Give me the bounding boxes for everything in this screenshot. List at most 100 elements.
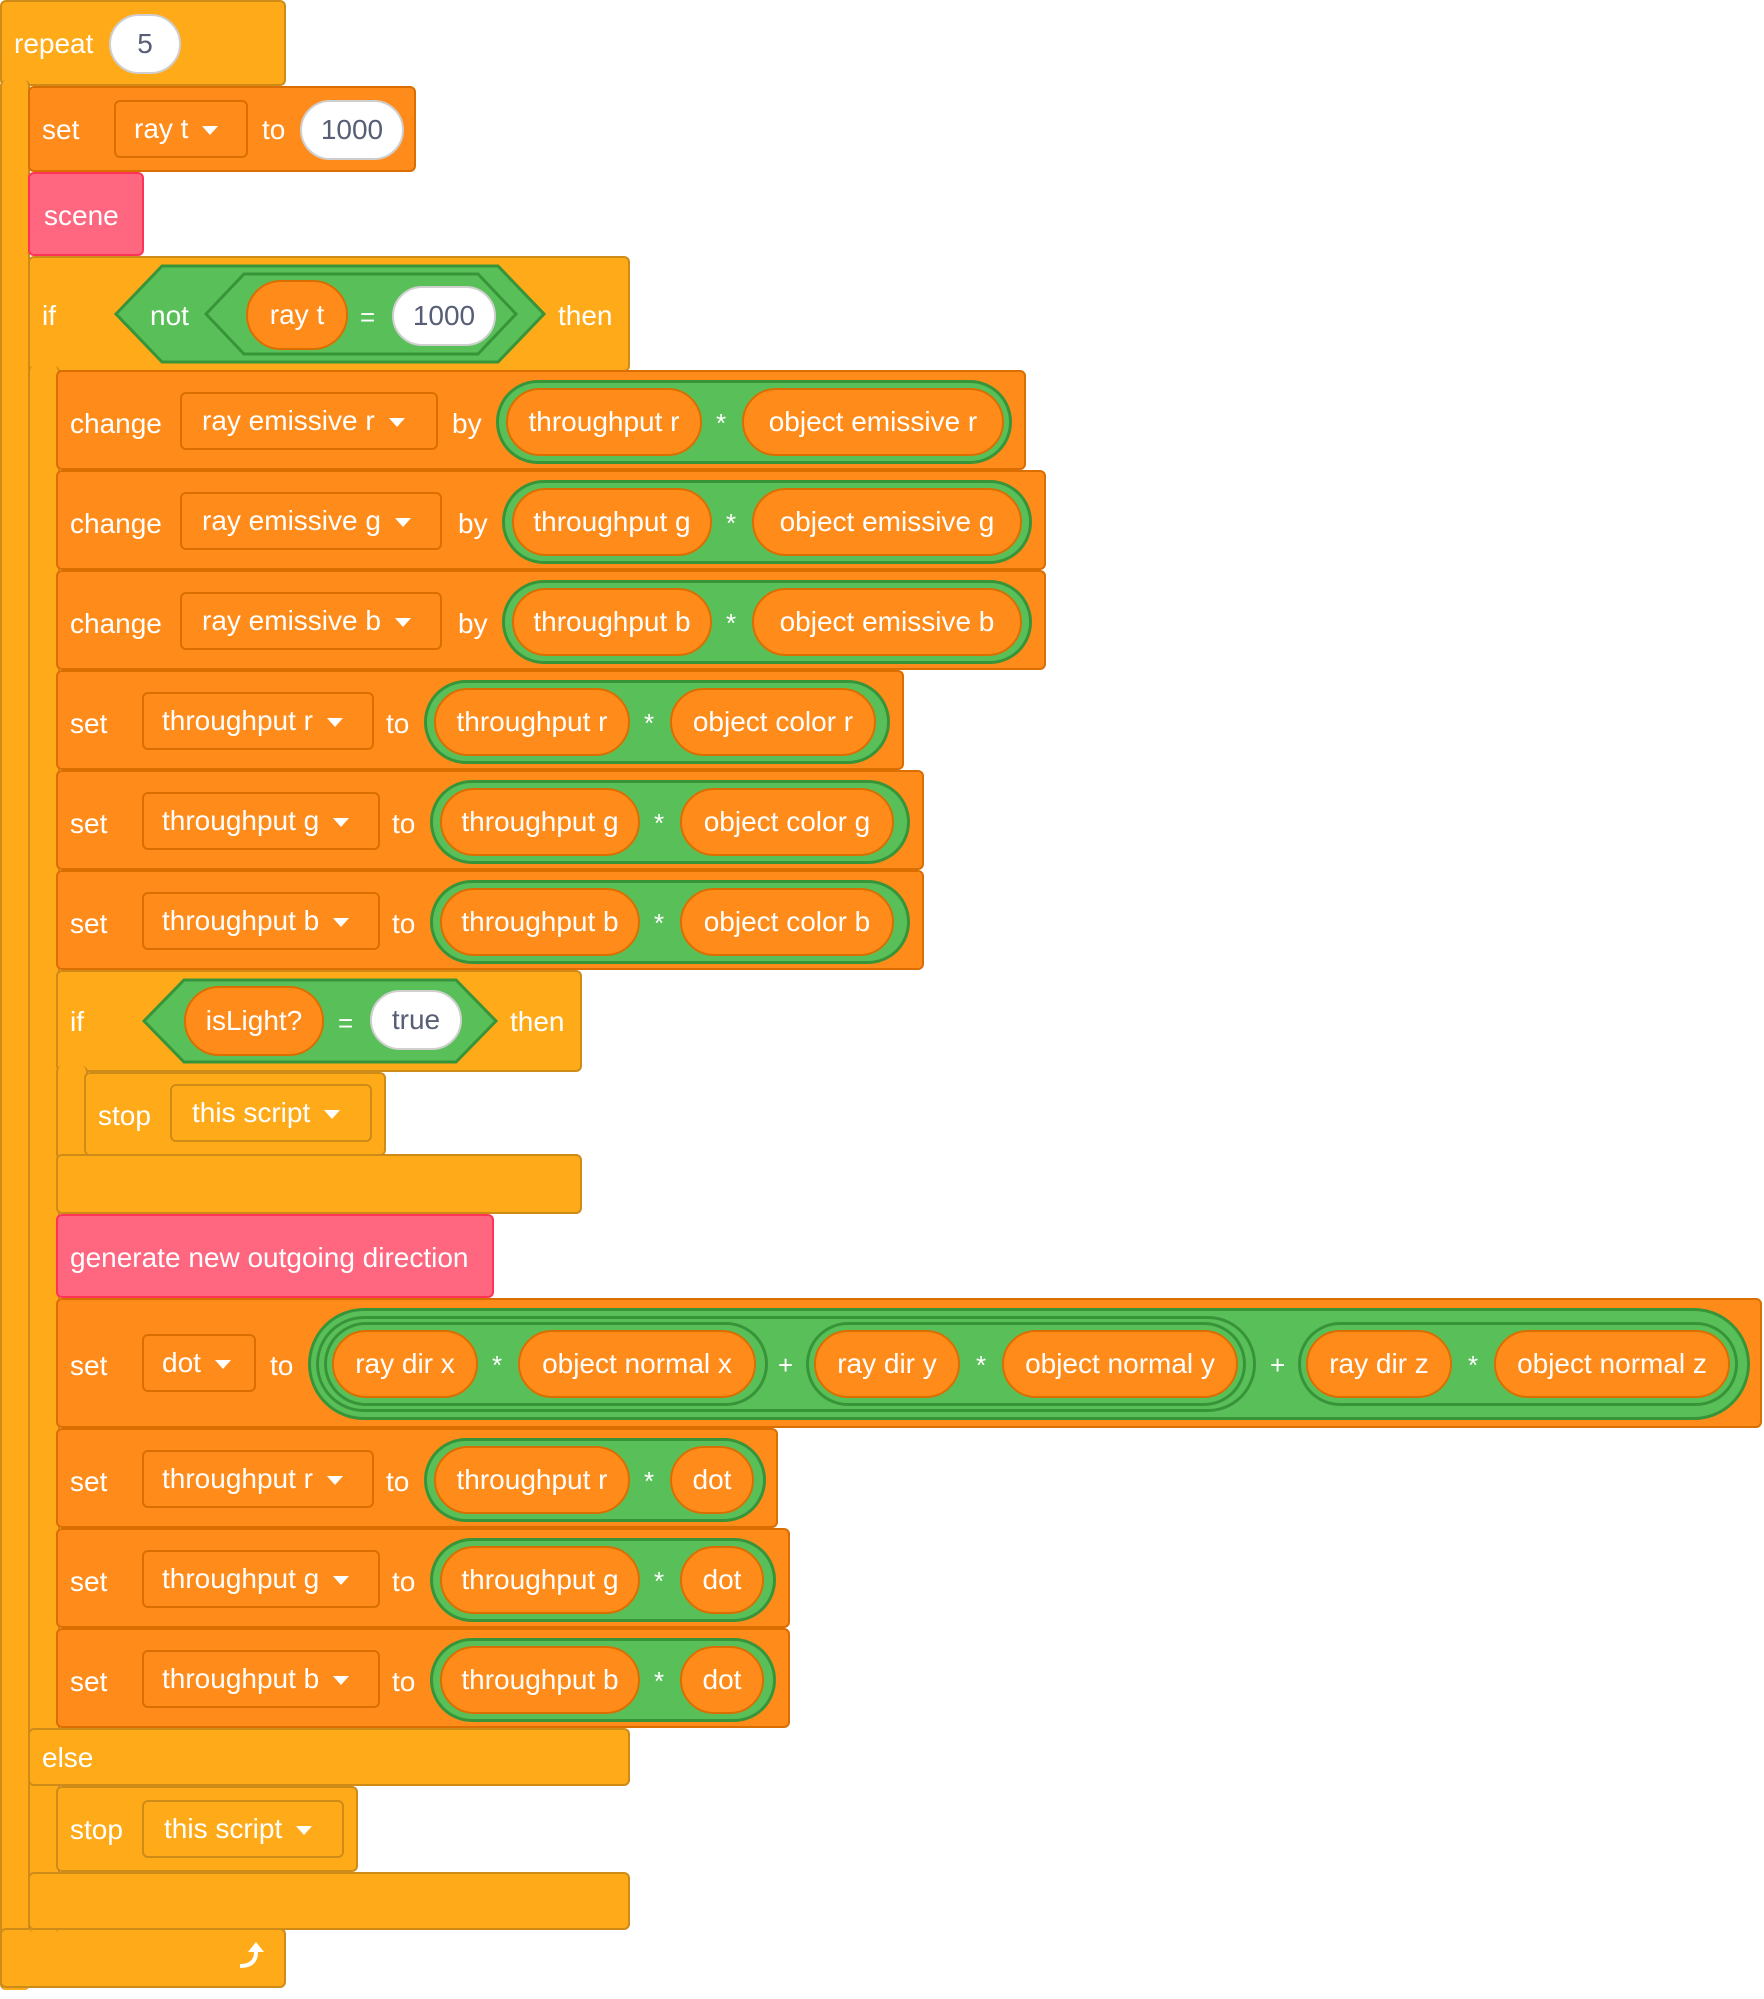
by-label: by (452, 408, 482, 439)
change-label: change (70, 508, 162, 539)
chevron-down-icon (333, 918, 350, 928)
to-label: to (392, 808, 416, 839)
throughput-b-reporter[interactable]: throughput b (440, 888, 640, 956)
throughput-r-dropdown[interactable]: throughput r (142, 1450, 374, 1508)
throughput-g-reporter[interactable]: throughput g (440, 788, 640, 856)
multiply-sign: * (644, 708, 655, 738)
multiply-sign: * (726, 608, 737, 638)
throughput-b-dropdown[interactable]: throughput b (142, 1650, 380, 1708)
repeat-foot (0, 1928, 286, 1988)
change-label: change (70, 608, 162, 639)
object-normal-z-reporter[interactable]: object normal z (1494, 1330, 1730, 1398)
throughput-g-reporter[interactable]: throughput g (512, 488, 712, 556)
multiply-sign: * (976, 1350, 987, 1380)
stop-label: stop (70, 1814, 123, 1845)
throughput-b-reporter[interactable]: throughput b (512, 588, 712, 656)
plus-sign: + (778, 1350, 794, 1380)
plus-sign: + (1270, 1350, 1286, 1380)
ray-t-reporter[interactable]: ray t (246, 280, 348, 350)
set-label: set (70, 708, 108, 739)
multiply-sign: * (654, 808, 665, 838)
chevron-down-icon (388, 418, 405, 428)
scene-block[interactable] (28, 172, 144, 256)
set-label: set (70, 1566, 108, 1597)
throughput-g-reporter[interactable]: throughput g (440, 1546, 640, 1614)
ray-t-dropdown[interactable]: ray t (114, 100, 248, 158)
then-label: then (558, 300, 613, 331)
throughput-r-reporter[interactable]: throughput r (434, 1446, 630, 1514)
true-value-input[interactable]: true (370, 990, 462, 1050)
throughput-r-reporter[interactable]: throughput r (434, 688, 630, 756)
islight-reporter[interactable]: isLight? (184, 986, 324, 1056)
set-label: set (70, 1666, 108, 1697)
throughput-g-dropdown[interactable]: throughput g (142, 1550, 380, 1608)
chevron-down-icon (296, 1826, 313, 1836)
stop-option-dropdown[interactable]: this script (170, 1084, 372, 1142)
multiply-sign: * (654, 908, 665, 938)
by-label: by (458, 508, 488, 539)
else-section (28, 1728, 630, 1786)
chevron-down-icon (324, 1110, 341, 1120)
generate-label: generate new outgoing direction (70, 1242, 469, 1273)
multiply-sign: * (644, 1466, 655, 1496)
ray-emissive-r-dropdown[interactable]: ray emissive r (180, 392, 438, 450)
then-label: then (510, 1006, 565, 1037)
chevron-down-icon (327, 1476, 343, 1486)
multiply-sign: * (654, 1666, 665, 1696)
change-label: change (70, 408, 162, 439)
ray-dir-x-reporter[interactable]: ray dir x (332, 1330, 478, 1398)
if-label: if (42, 300, 56, 331)
by-label: by (458, 608, 488, 639)
chevron-down-icon (333, 1576, 350, 1586)
scene-label: scene (44, 200, 119, 231)
object-emissive-g-reporter[interactable]: object emissive g (752, 488, 1022, 556)
chevron-down-icon (202, 126, 219, 136)
if-islight-foot (56, 1154, 582, 1214)
dot-dropdown[interactable]: dot (142, 1334, 256, 1392)
ray-t-value-input[interactable]: 1000 (300, 100, 404, 160)
to-label: to (386, 708, 410, 739)
repeat-arm (0, 80, 30, 1990)
generate-direction-block[interactable] (56, 1214, 494, 1298)
equals-operator: = (360, 302, 376, 332)
dot-reporter[interactable]: dot (670, 1446, 754, 1514)
object-color-g-reporter[interactable]: object color g (680, 788, 894, 856)
chevron-down-icon (333, 1676, 350, 1686)
object-normal-x-reporter[interactable]: object normal x (518, 1330, 756, 1398)
set-label: set (70, 1466, 108, 1497)
chevron-down-icon (327, 718, 343, 728)
throughput-r-dropdown[interactable]: throughput r (142, 692, 374, 750)
chevron-down-icon (394, 518, 411, 528)
ray-emissive-b-dropdown[interactable]: ray emissive b (180, 592, 442, 650)
set-label: set (70, 908, 108, 939)
to-label: to (392, 1666, 416, 1697)
object-normal-y-reporter[interactable]: object normal y (1002, 1330, 1238, 1398)
multiply-sign: * (1468, 1350, 1479, 1380)
chevron-down-icon (394, 618, 411, 628)
set-label: set (70, 808, 108, 839)
object-emissive-r-reporter[interactable]: object emissive r (742, 388, 1004, 456)
object-color-b-reporter[interactable]: object color b (680, 888, 894, 956)
ray-emissive-g-dropdown[interactable]: ray emissive g (180, 492, 442, 550)
dot-reporter[interactable]: dot (680, 1646, 764, 1714)
stop-option-dropdown[interactable]: this script (142, 1800, 344, 1858)
throughput-b-reporter[interactable]: throughput b (440, 1646, 640, 1714)
throughput-r-reporter[interactable]: throughput r (506, 388, 702, 456)
throughput-g-dropdown[interactable]: throughput g (142, 792, 380, 850)
multiply-sign: * (716, 408, 727, 438)
throughput-b-dropdown[interactable]: throughput b (142, 892, 380, 950)
repeat-label: repeat (14, 28, 94, 59)
equals-value-input[interactable]: 1000 (392, 286, 496, 346)
if-label: if (70, 1006, 84, 1037)
ray-dir-y-reporter[interactable]: ray dir y (814, 1330, 960, 1398)
dot-reporter[interactable]: dot (680, 1546, 764, 1614)
object-color-r-reporter[interactable]: object color r (670, 688, 876, 756)
object-emissive-b-reporter[interactable]: object emissive b (752, 588, 1022, 656)
repeat-count-input[interactable]: 5 (109, 14, 181, 74)
chevron-down-icon (333, 818, 350, 828)
ray-dir-z-reporter[interactable]: ray dir z (1306, 1330, 1452, 1398)
multiply-sign: * (726, 508, 737, 538)
stop-label: stop (98, 1100, 151, 1131)
to-label: to (392, 908, 416, 939)
loop-arrow-icon (239, 1942, 264, 1968)
